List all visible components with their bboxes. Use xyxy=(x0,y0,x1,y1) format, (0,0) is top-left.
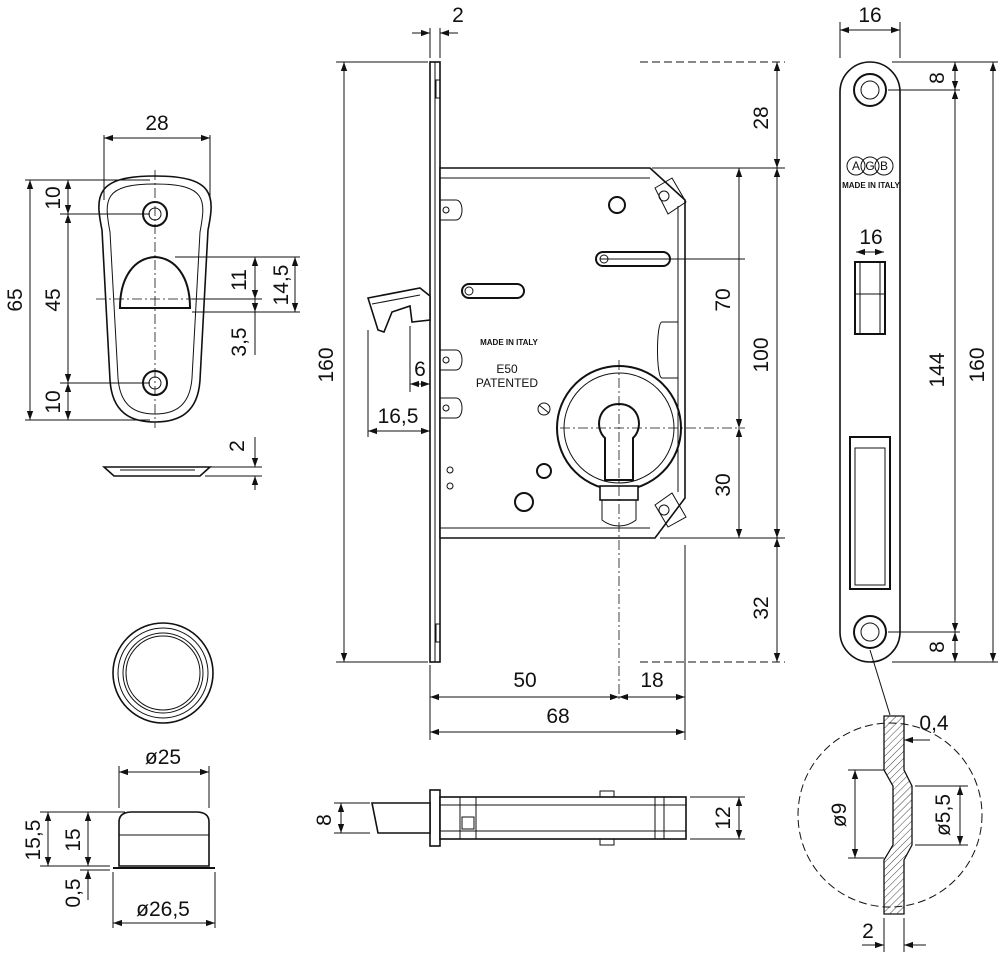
brand-letter-a: A xyxy=(852,159,860,173)
detail-thickness-label: 2 xyxy=(862,920,874,943)
backset-rear-label: 18 xyxy=(640,669,663,692)
case-height-label: 100 xyxy=(750,337,773,372)
brand-letter-b: B xyxy=(880,159,888,173)
strike-top-offset-label: 10 xyxy=(42,186,65,209)
case-depth-label: 68 xyxy=(546,705,569,728)
knob-base-label: 0,5 xyxy=(62,878,85,907)
detail-inner-diameter-label: ø5,5 xyxy=(932,794,955,836)
keyhole-to-bottom-label: 30 xyxy=(712,473,735,496)
strike-recess-upper-label: 11 xyxy=(228,269,251,291)
lock-model-label: E50 xyxy=(496,362,518,376)
strike-pitch-label: 45 xyxy=(42,288,65,311)
faceplate-made-in-label: MADE IN ITALY xyxy=(842,181,900,190)
knob-height-label: 15 xyxy=(62,828,85,851)
faceplate-bottom-offset-label: 8 xyxy=(926,641,949,653)
case-thickness-label: 12 xyxy=(712,806,735,829)
hole-detail-view: 0,4 ø9 ø5,5 2 xyxy=(797,649,983,952)
case-bottom-offset-label: 32 xyxy=(750,596,773,619)
faceplate-length-label: 160 xyxy=(966,347,989,382)
case-top-offset-label: 28 xyxy=(750,106,773,129)
hook-reach-label: 16,5 xyxy=(378,405,419,428)
lock-body-view: MADE IN ITALY E50 PATENTED 2 xyxy=(315,4,785,740)
knob-base-diameter-label: ø26,5 xyxy=(136,898,190,921)
brand-letter-g: G xyxy=(865,159,874,173)
strike-thickness-label: 2 xyxy=(226,440,249,452)
bolt-side-view: 8 12 xyxy=(313,789,745,847)
lock-patent-label: PATENTED xyxy=(476,376,539,390)
strike-recess-label: 14,5 xyxy=(270,265,293,306)
strike-recess-lower-label: 3,5 xyxy=(228,327,251,356)
bolt-height-label: 8 xyxy=(313,814,336,826)
detail-outer-diameter-label: ø9 xyxy=(828,803,851,828)
knob-total-height-label: 15,5 xyxy=(22,820,45,861)
knob-diameter-label: ø25 xyxy=(145,746,181,769)
strike-height-label: 65 xyxy=(4,288,27,311)
faceplate-width-label: 16 xyxy=(858,4,881,27)
latch-window-width-label: 16 xyxy=(859,226,882,249)
knob-view: ø25 ø26,5 15,5 15 0,5 xyxy=(22,622,216,928)
faceplate-top-offset-label: 8 xyxy=(926,72,949,84)
strike-width-label: 28 xyxy=(145,112,168,135)
faceplate-thickness-label: 2 xyxy=(452,4,464,27)
hook-inner-label: 6 xyxy=(414,358,426,381)
strike-bottom-offset-label: 10 xyxy=(42,390,65,413)
lock-made-in-label: MADE IN ITALY xyxy=(480,338,538,347)
bolt-to-keyhole-label: 70 xyxy=(712,288,735,311)
strike-plate-view: 28 65 10 45 10 14,5 11 3,5 2 xyxy=(4,112,300,490)
faceplate-front-view: A G B MADE IN ITALY 16 16 8 144 8 160 xyxy=(839,4,998,663)
faceplate-pitch-label: 144 xyxy=(926,352,949,387)
lock-height-label: 160 xyxy=(315,347,338,382)
backset-label: 50 xyxy=(513,669,536,692)
detail-offset-label: 0,4 xyxy=(919,712,949,735)
